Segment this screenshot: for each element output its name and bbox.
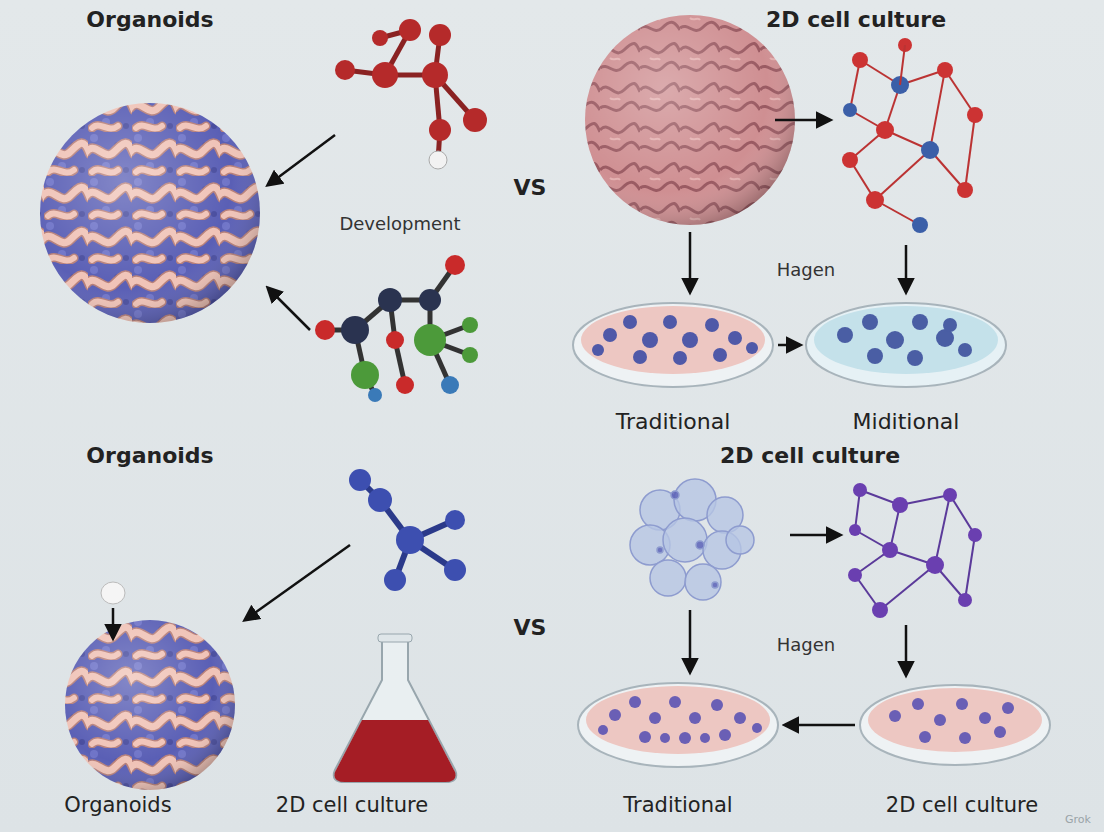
atoms: [349, 469, 466, 591]
dish-label: Miditional: [853, 409, 960, 435]
versus-label: VS: [514, 175, 547, 201]
organoid-sphere: [65, 620, 235, 790]
stage-label: Hagen: [777, 259, 835, 281]
organoid-sphere: [40, 103, 260, 323]
watermark: Grok: [1065, 813, 1091, 826]
molecular-network: [855, 490, 975, 610]
panel-heading: 2D cell culture: [720, 443, 900, 469]
cell-cluster: [630, 479, 754, 600]
arrow: [113, 120, 906, 725]
atoms: [848, 483, 982, 618]
caption-label: Traditional: [623, 793, 732, 818]
molecule: [345, 30, 475, 160]
atoms: [335, 19, 487, 169]
atoms: [315, 255, 478, 402]
flask: [334, 634, 457, 782]
petri-dish: [860, 685, 1050, 765]
panel-heading: 2D cell culture: [766, 7, 946, 33]
molecular-network: [850, 60, 975, 225]
atoms: [842, 38, 983, 233]
petri-dish: [806, 303, 1006, 387]
petri-dish: [578, 683, 778, 767]
caption-label: 2D cell culture: [886, 793, 1038, 818]
brain-organoid: [585, 15, 795, 225]
stage-label: Hagen: [777, 634, 835, 656]
dish-label: Traditional: [616, 409, 731, 435]
stage-label: Development: [339, 213, 460, 235]
molecule: [360, 480, 455, 580]
molecule: [325, 265, 470, 395]
caption-label: 2D cell culture: [276, 793, 428, 818]
droplet: [101, 582, 125, 604]
versus-label: VS: [514, 615, 547, 641]
petri-dish: [573, 303, 773, 387]
caption-label: Organoids: [64, 793, 171, 818]
panel-heading: Organoids: [86, 443, 213, 469]
panel-heading: Organoids: [86, 7, 213, 33]
